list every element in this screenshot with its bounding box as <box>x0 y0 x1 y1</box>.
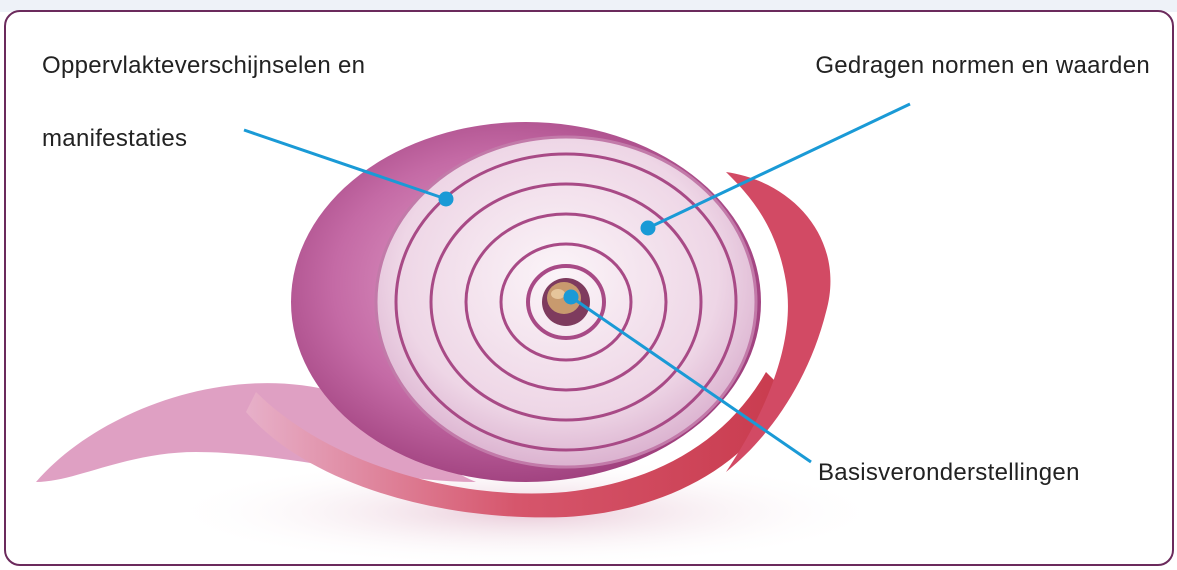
leader-dot-norms <box>642 222 654 234</box>
label-norms-values: Gedragen normen en waarden <box>815 52 1150 80</box>
label-surface-line2: manifestaties <box>42 125 187 153</box>
figure-frame: Oppervlakteverschijnselen en manifestati… <box>4 10 1174 566</box>
label-basic-assumptions: Basisveronderstellingen <box>818 459 1080 487</box>
label-surface-line1: Oppervlakteverschijnselen en <box>42 52 365 80</box>
leader-dot-surface <box>440 193 452 205</box>
onion-core-highlight <box>551 289 565 299</box>
leader-dot-basic <box>565 291 577 303</box>
